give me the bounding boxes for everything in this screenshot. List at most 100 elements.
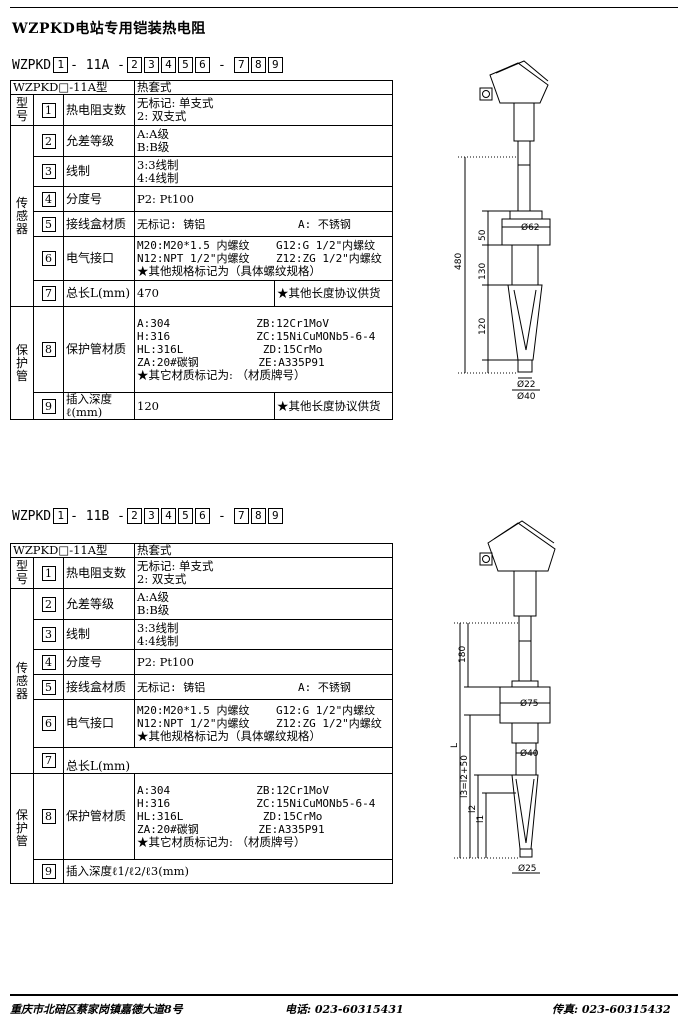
row-name: 允差等级 [63, 588, 135, 620]
code-box: 4 [160, 57, 176, 73]
row-name: 线制 [63, 619, 135, 650]
row-number: 2 [33, 125, 64, 157]
row-value: 120 [134, 392, 275, 420]
dim-50: 50 [478, 229, 488, 241]
row-note: ★其他长度协议供货 [274, 392, 393, 420]
row-number: 8 [33, 773, 64, 860]
dim-d62: Ø62 [521, 222, 540, 233]
code-box: 6 [194, 57, 210, 73]
code-box: 6 [194, 508, 210, 524]
row-options: P2: Pt100 [134, 186, 393, 212]
code-box: 5 [177, 508, 193, 524]
category-sensor: 传感器 [10, 125, 34, 307]
row-name: 允差等级 [63, 125, 135, 157]
code-mid: - 11A - [70, 57, 125, 73]
row-name: 线制 [63, 156, 135, 187]
drawing-b: Ø75 Ø40 Ø25 180 L l3=l2+50 l2 l1 [450, 520, 556, 874]
table-header-right: 热套式 [134, 543, 393, 558]
code-box: 1 [53, 508, 69, 524]
category-type: 型号 [10, 557, 34, 589]
dim-d40: Ø40 [517, 391, 536, 402]
row-name: 电气接口 [63, 699, 135, 748]
top-rule [10, 7, 678, 8]
row-note: ★其他长度协议供货 [274, 280, 393, 307]
row-number: 8 [33, 306, 64, 393]
row-name: 热电阻支数 [63, 557, 135, 589]
row-number: 6 [33, 236, 64, 281]
code-box: 4 [160, 508, 176, 524]
row-name: 热电阻支数 [63, 94, 135, 126]
row-name: 插入深度ℓ1/ℓ2/ℓ3(mm) [63, 859, 393, 884]
dim-480: 480 [454, 253, 464, 270]
row-number: 4 [33, 186, 64, 212]
dim-l2: l2 [468, 805, 478, 813]
code-dash: - [217, 508, 226, 524]
row-number: 2 [33, 588, 64, 620]
table-header-left: WZPKD□-11A型 [10, 80, 135, 95]
table-header-left: WZPKD□-11A型 [10, 543, 135, 558]
row-number: 3 [33, 156, 64, 187]
code-box: 7 [233, 508, 249, 524]
row-number: 1 [33, 94, 64, 126]
category-tube: 保护管 [10, 306, 34, 420]
dim-d40: Ø40 [520, 748, 539, 759]
dim-130: 130 [478, 263, 488, 280]
row-name: 插入深度ℓ(mm) [63, 392, 135, 420]
dim-120: 120 [478, 318, 488, 335]
row-number: 1 [33, 557, 64, 589]
page-title: WZPKD电站专用铠装热电阻 [12, 21, 206, 37]
code-box: 2 [126, 57, 142, 73]
row-name: 电气接口 [63, 236, 135, 281]
code-box: 8 [250, 57, 266, 73]
code-box: 9 [267, 57, 283, 73]
code-box: 5 [177, 57, 193, 73]
row-name: 分度号 [63, 186, 135, 212]
category-tube: 保护管 [10, 773, 34, 884]
footer-rule [10, 994, 678, 996]
row-number: 7 [33, 280, 64, 307]
row-number: 6 [33, 699, 64, 748]
row-name: 分度号 [63, 649, 135, 675]
code-box: 7 [233, 57, 249, 73]
model-code-b: WZPKD 1 - 11B - 2 3 4 5 6 - 7 8 9 [12, 508, 283, 524]
code-mid: - 11B - [70, 508, 125, 524]
row-number: 3 [33, 619, 64, 650]
code-box: 2 [126, 508, 142, 524]
table-header-right: 热套式 [134, 80, 393, 95]
dim-d25: Ø25 [518, 863, 537, 874]
row-number: 9 [33, 392, 64, 420]
row-name: 总长L(mm) [63, 280, 135, 307]
row-number: 4 [33, 649, 64, 675]
dim-d75: Ø75 [520, 698, 539, 709]
dim-180: 180 [458, 646, 468, 663]
code-box: 1 [53, 57, 69, 73]
row-value: 470 [134, 280, 275, 307]
footer-phone: 电话: 023-60315431 [285, 1003, 404, 1016]
dim-l1: l1 [476, 815, 486, 823]
row-name: 保护管材质 [63, 306, 135, 393]
row-name: 接线盒材质 [63, 211, 135, 237]
category-type: 型号 [10, 94, 34, 126]
dim-d22: Ø22 [517, 379, 536, 390]
code-prefix: WZPKD [12, 57, 52, 73]
drawing-a: Ø62 Ø22 Ø40 480 50 130 120 [454, 60, 551, 402]
row-name: 保护管材质 [63, 773, 135, 860]
row-name: 接线盒材质 [63, 674, 135, 700]
row-options: P2: Pt100 [134, 649, 393, 675]
row-options: 无标记: 铸铝 A: 不锈钢 [134, 211, 393, 237]
footer-address: 重庆市北碚区蔡家岗镇嘉德大道8号 [10, 1003, 183, 1016]
dim-l3: l3=l2+50 [460, 755, 470, 798]
code-prefix: WZPKD [12, 508, 52, 524]
row-name: 总长L(mm) [63, 747, 393, 774]
row-number: 5 [33, 674, 64, 700]
